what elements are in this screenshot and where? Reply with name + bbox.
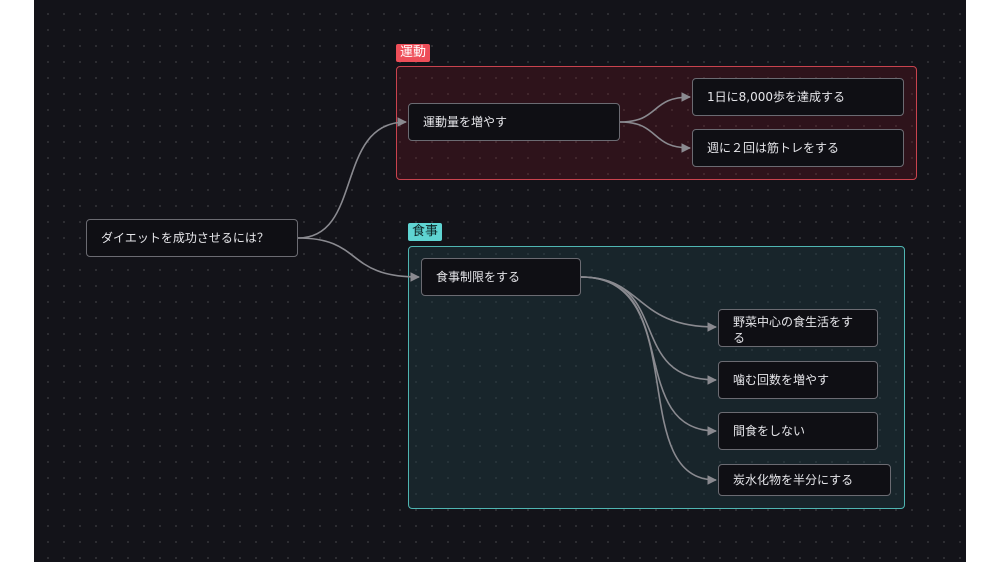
edge-root-to-diet — [297, 237, 420, 282]
node-diet-vegetables-label: 野菜中心の食生活をする — [733, 315, 854, 345]
group-label-diet: 食事 — [408, 223, 443, 241]
edge-exercise-to-steps — [619, 92, 691, 123]
node-exercise-steps-label: 1日に8,000歩を達成する — [707, 90, 845, 104]
node-diet-chewing[interactable]: 噛む回数を増やす — [718, 361, 878, 399]
node-diet-vegetables[interactable]: 野菜中心の食生活をする — [718, 309, 878, 347]
diagram-canvas[interactable]: 運動 食事 ダイエットを成功させるには？ 運動量を増やす 1日に8,000歩を達… — [34, 0, 966, 562]
node-diet-parent[interactable]: 食事制限をする — [421, 258, 581, 296]
node-diet-snacks[interactable]: 間食をしない — [718, 412, 878, 450]
edge-diet-to-snacks — [580, 276, 717, 436]
node-exercise-strength[interactable]: 週に２回は筋トレをする — [692, 129, 904, 167]
root-node[interactable]: ダイエットを成功させるには？ — [86, 219, 298, 257]
group-label-exercise: 運動 — [396, 44, 431, 62]
node-diet-chewing-label: 噛む回数を増やす — [733, 373, 830, 387]
edge-exercise-to-strength — [619, 121, 691, 153]
node-diet-snacks-label: 間食をしない — [733, 424, 806, 438]
edge-diet-to-chewing — [580, 276, 717, 385]
edge-diet-to-vegetables — [580, 276, 717, 332]
node-exercise-strength-label: 週に２回は筋トレをする — [707, 141, 840, 155]
edges-layer — [297, 92, 717, 485]
node-diet-carbs[interactable]: 炭水化物を半分にする — [718, 464, 891, 496]
node-exercise-steps[interactable]: 1日に8,000歩を達成する — [692, 78, 904, 116]
node-exercise-parent-label: 運動量を増やす — [423, 115, 508, 129]
node-diet-parent-label: 食事制限をする — [436, 270, 521, 284]
root-node-label: ダイエットを成功させるには？ — [101, 231, 269, 245]
edge-root-to-exercise — [297, 117, 407, 239]
edge-diet-to-carbs — [580, 276, 717, 485]
node-diet-carbs-label: 炭水化物を半分にする — [733, 473, 854, 487]
node-exercise-parent[interactable]: 運動量を増やす — [408, 103, 620, 141]
